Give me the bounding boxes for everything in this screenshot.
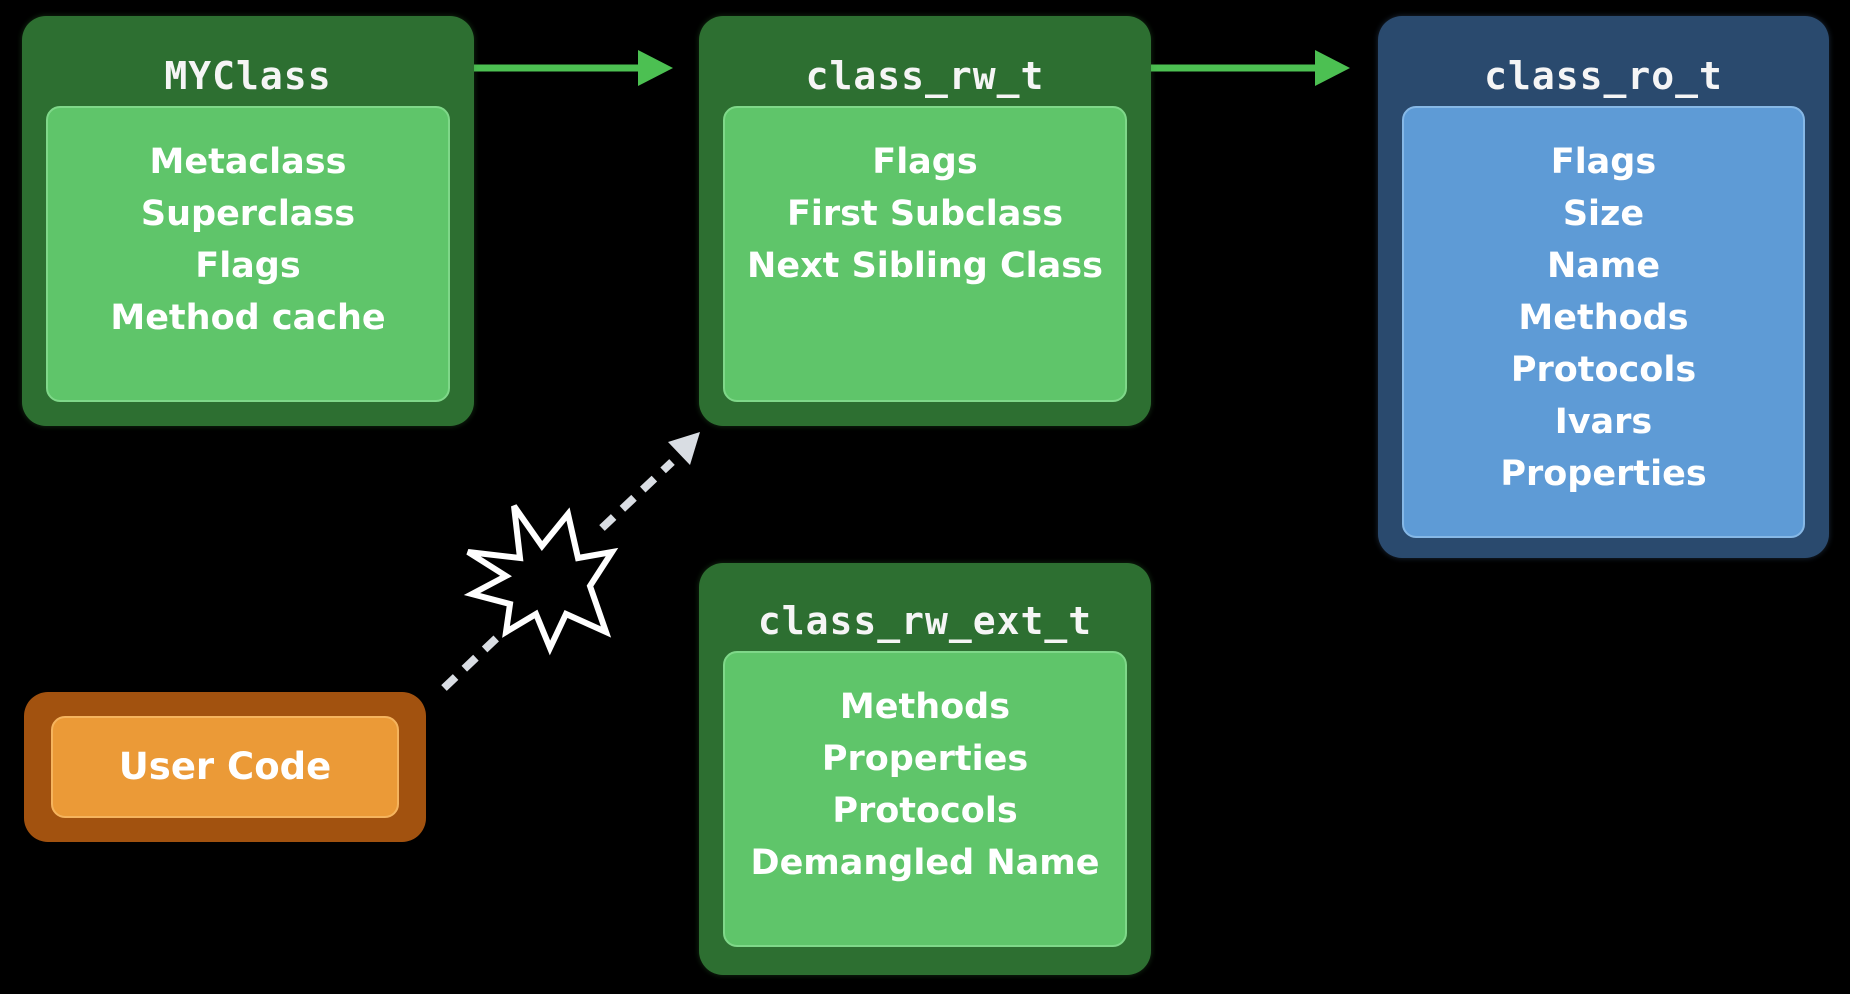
myclass-field: Superclass — [140, 194, 356, 234]
class-ro-t-fields: Flags Size Name Methods Protocols Ivars … — [1402, 106, 1805, 538]
myclass-title: MYClass — [164, 54, 332, 98]
user-code-box: User Code — [24, 692, 426, 842]
class-rw-t-field: Next Sibling Class — [747, 246, 1103, 286]
dashed-arrow-usercode-to-rw — [441, 432, 700, 691]
class-rw-ext-t-fields: Methods Properties Protocols Demangled N… — [723, 651, 1127, 947]
arrow-myclass-to-rw — [474, 50, 673, 86]
class-rw-t-box: class_rw_t Flags First Subclass Next Sib… — [699, 16, 1151, 426]
class-ro-t-box: class_ro_t Flags Size Name Methods Proto… — [1378, 16, 1829, 558]
class-rw-ext-t-title: class_rw_ext_t — [757, 599, 1093, 643]
class-ro-t-field: Protocols — [1510, 350, 1697, 390]
class-ro-t-field: Size — [1562, 194, 1645, 234]
class-rw-ext-t-field: Protocols — [832, 791, 1018, 831]
myclass-field: Flags — [195, 246, 301, 286]
class-ro-t-field: Properties — [1500, 454, 1707, 494]
class-rw-ext-t-field: Methods — [839, 687, 1011, 727]
class-rw-t-title: class_rw_t — [805, 54, 1045, 98]
class-rw-ext-t-field: Demangled Name — [750, 843, 1100, 883]
class-ro-t-field: Name — [1546, 246, 1661, 286]
class-rw-t-fields: Flags First Subclass Next Sibling Class — [723, 106, 1127, 402]
class-rw-t-field: Flags — [872, 142, 978, 182]
class-rw-ext-t-field: Properties — [821, 739, 1029, 779]
class-ro-t-title: class_ro_t — [1484, 54, 1723, 98]
user-code-label: User Code — [118, 745, 332, 788]
class-ro-t-field: Flags — [1550, 142, 1657, 182]
class-ro-t-field: Ivars — [1554, 402, 1653, 442]
arrow-rw-to-ro — [1151, 50, 1350, 86]
class-rw-ext-t-box: class_rw_ext_t Methods Properties Protoc… — [699, 563, 1151, 975]
myclass-field: Metaclass — [149, 142, 347, 182]
myclass-fields: Metaclass Superclass Flags Method cache — [46, 106, 450, 402]
myclass-box: MYClass Metaclass Superclass Flags Metho… — [22, 16, 474, 426]
class-rw-t-field: First Subclass — [786, 194, 1064, 234]
class-ro-t-field: Methods — [1518, 298, 1689, 338]
user-code-inner: User Code — [51, 716, 399, 818]
myclass-field: Method cache — [110, 298, 386, 338]
explosion-icon — [463, 504, 619, 656]
